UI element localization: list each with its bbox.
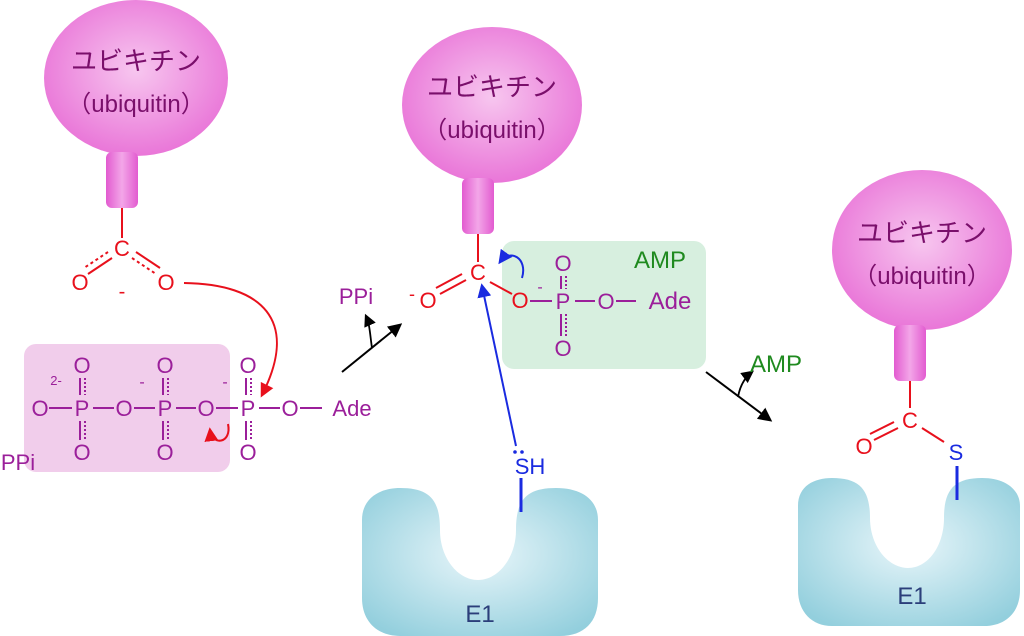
- carbon-atom: C: [902, 408, 918, 433]
- step2-acyl-adenylate: AMP C O - O - P O O O Ade: [409, 234, 706, 369]
- e1-body: [362, 488, 598, 636]
- ppi-released-label: PPi: [339, 284, 373, 309]
- reaction-arrow-1: PPi: [339, 284, 403, 373]
- step1-ubiquitin: ユビキチン （ubiquitin）: [44, 0, 228, 208]
- carbonyl-bond-1: [439, 279, 467, 295]
- oxygen-left: O: [71, 270, 88, 295]
- amp-release-arrow: [737, 370, 755, 398]
- carbonyl-bond-2: [435, 273, 463, 289]
- step3-ubiquitin: ユビキチン （ubiquitin）: [832, 170, 1012, 381]
- bond-cleavage-arrow: [204, 423, 230, 442]
- phosphorus-2: P: [158, 396, 173, 421]
- ubiquitin-head: [402, 27, 582, 183]
- phosphate-bonds: [560, 276, 636, 336]
- ubiquitin-head: [832, 170, 1012, 330]
- bond-co-right-partial: [131, 257, 157, 275]
- step2-e1-enzyme: E1 SH: [362, 283, 598, 636]
- amp-box: [502, 241, 706, 369]
- lone-pair-dot: [513, 450, 517, 454]
- step3-e1-enzyme: E1: [798, 466, 1020, 626]
- adenosine-label: Ade: [332, 396, 371, 421]
- lone-pair-dot: [520, 450, 524, 454]
- oxygen-right: O: [157, 270, 174, 295]
- thiol-attack-arrow: [477, 283, 517, 447]
- nucleophilic-attack-arrow: [183, 282, 278, 398]
- ubiquitin-name: ユビキチン: [71, 47, 201, 77]
- oxygen-p1-top: O: [73, 353, 90, 378]
- ppi-box: [24, 344, 230, 472]
- ubiquitin-english: （ubiquitin）: [853, 263, 990, 290]
- sulfur-atom: S: [949, 440, 964, 465]
- oxygen-bridge-2: O: [197, 396, 214, 421]
- oxygen-p2-bottom: O: [156, 440, 173, 465]
- ppi-label: PPi: [1, 450, 35, 475]
- ester-oxygen: O: [511, 288, 528, 313]
- ubiquitin-stem: [106, 152, 138, 208]
- step2-ubiquitin: ユビキチン （ubiquitin）: [402, 27, 582, 234]
- ubiquitin-stem: [894, 325, 926, 381]
- phosphorus-1: P: [75, 396, 90, 421]
- oxygen-p3-bottom: O: [239, 440, 256, 465]
- bond-co-left: [87, 257, 113, 275]
- oxygen-bottom: O: [554, 336, 571, 361]
- thiol-group: SH: [515, 454, 546, 479]
- carbonyl-oxygen: O: [855, 434, 872, 459]
- oxygen-bridge-3: O: [281, 396, 298, 421]
- reaction-arrow-line: [341, 323, 403, 373]
- carbon-atom: C: [114, 236, 130, 261]
- amp-released-label: AMP: [750, 351, 802, 378]
- step1-atp: P P P O O O O O O O O O O Ade 2- - -: [1, 344, 372, 475]
- ubiquitin-english: （ubiquitin）: [423, 117, 560, 144]
- e1-label: E1: [465, 601, 494, 628]
- bond-co-left-partial: [83, 251, 109, 269]
- charge-minus: -: [409, 284, 415, 304]
- ubiquitin-head: [44, 0, 228, 156]
- c-s-bond: [921, 427, 945, 443]
- ubiquitin-name: ユビキチン: [427, 73, 557, 103]
- charge-2minus: 2-: [50, 373, 62, 388]
- oxygen-p1-bottom: O: [73, 440, 90, 465]
- electron-push-arrow: [498, 248, 525, 279]
- c-o-bond: [489, 281, 513, 295]
- phosphorus: P: [556, 289, 571, 314]
- oxygen-terminal: O: [31, 396, 48, 421]
- atp-bonds: [49, 378, 322, 440]
- charge-minus-p3: -: [222, 374, 227, 391]
- ubiquitin-stem: [462, 178, 494, 234]
- charge-minus-p2: -: [139, 374, 144, 391]
- ppi-release-arrow: [364, 313, 376, 349]
- oxygen-p2-top: O: [156, 353, 173, 378]
- oxygen-bridge-1: O: [115, 396, 132, 421]
- carbonyl-bond-2: [869, 421, 895, 435]
- e1-body: [798, 478, 1020, 626]
- step1-carboxylate: C O O -: [71, 208, 278, 398]
- adenosine-label: Ade: [649, 288, 692, 315]
- carbonyl-bond-1: [873, 427, 899, 441]
- phosphorus-3: P: [241, 396, 256, 421]
- step3-thioester: C O S: [855, 381, 963, 465]
- charge-minus: -: [119, 281, 126, 303]
- amp-label: AMP: [634, 247, 686, 274]
- reaction-arrow-2: AMP: [705, 351, 802, 422]
- charge-minus-phosphate: -: [537, 279, 542, 296]
- oxygen-p3-top: O: [239, 353, 256, 378]
- bridge-oxygen: O: [597, 289, 614, 314]
- carbonyl-oxygen: O: [419, 288, 436, 313]
- bond-co-right: [135, 251, 161, 269]
- carbon-atom: C: [470, 260, 486, 285]
- e1-label: E1: [897, 583, 926, 610]
- oxygen-top: O: [554, 251, 571, 276]
- ubiquitin-name: ユビキチン: [857, 219, 987, 249]
- ubiquitin-english: （ubiquitin）: [67, 91, 204, 118]
